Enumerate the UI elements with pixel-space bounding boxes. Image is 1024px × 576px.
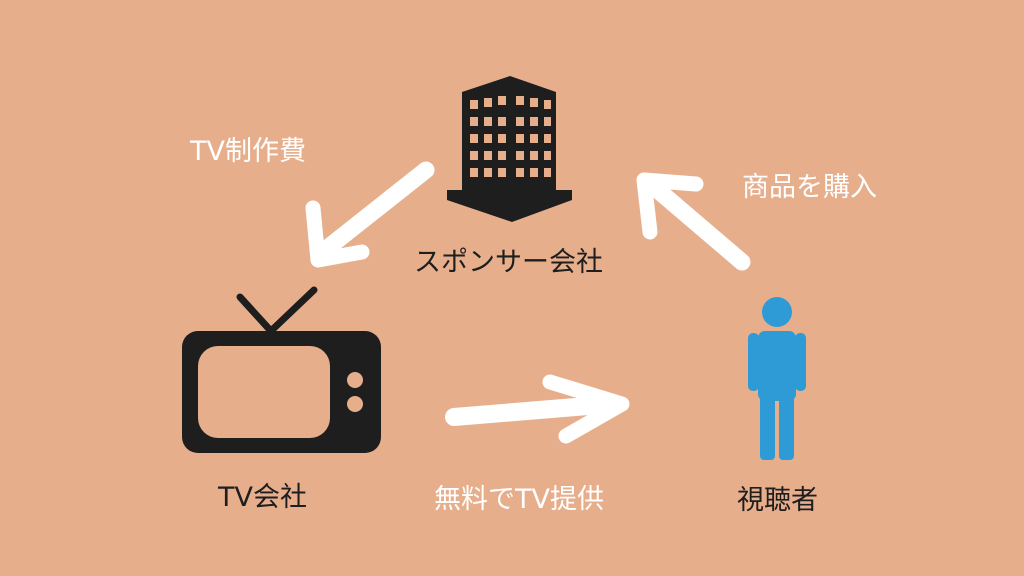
- arrow-sponsor-to-tv: [305, 161, 435, 268]
- edge-label-free-tv: 無料でTV提供: [434, 484, 604, 515]
- office-building-icon: [447, 76, 572, 222]
- person-icon: [748, 297, 806, 460]
- edge-label-purchase: 商品を購入: [742, 172, 877, 203]
- sponsor-label: スポンサー会社: [414, 247, 603, 278]
- viewer-label: 視聴者: [737, 485, 818, 516]
- tv-company-label: TV会社: [218, 482, 307, 513]
- edge-label-production-cost: TV制作費: [190, 136, 306, 167]
- arrow-viewer-to-sponsor: [636, 172, 751, 271]
- television-icon: [182, 286, 381, 453]
- arrow-tv-to-viewer: [445, 374, 630, 444]
